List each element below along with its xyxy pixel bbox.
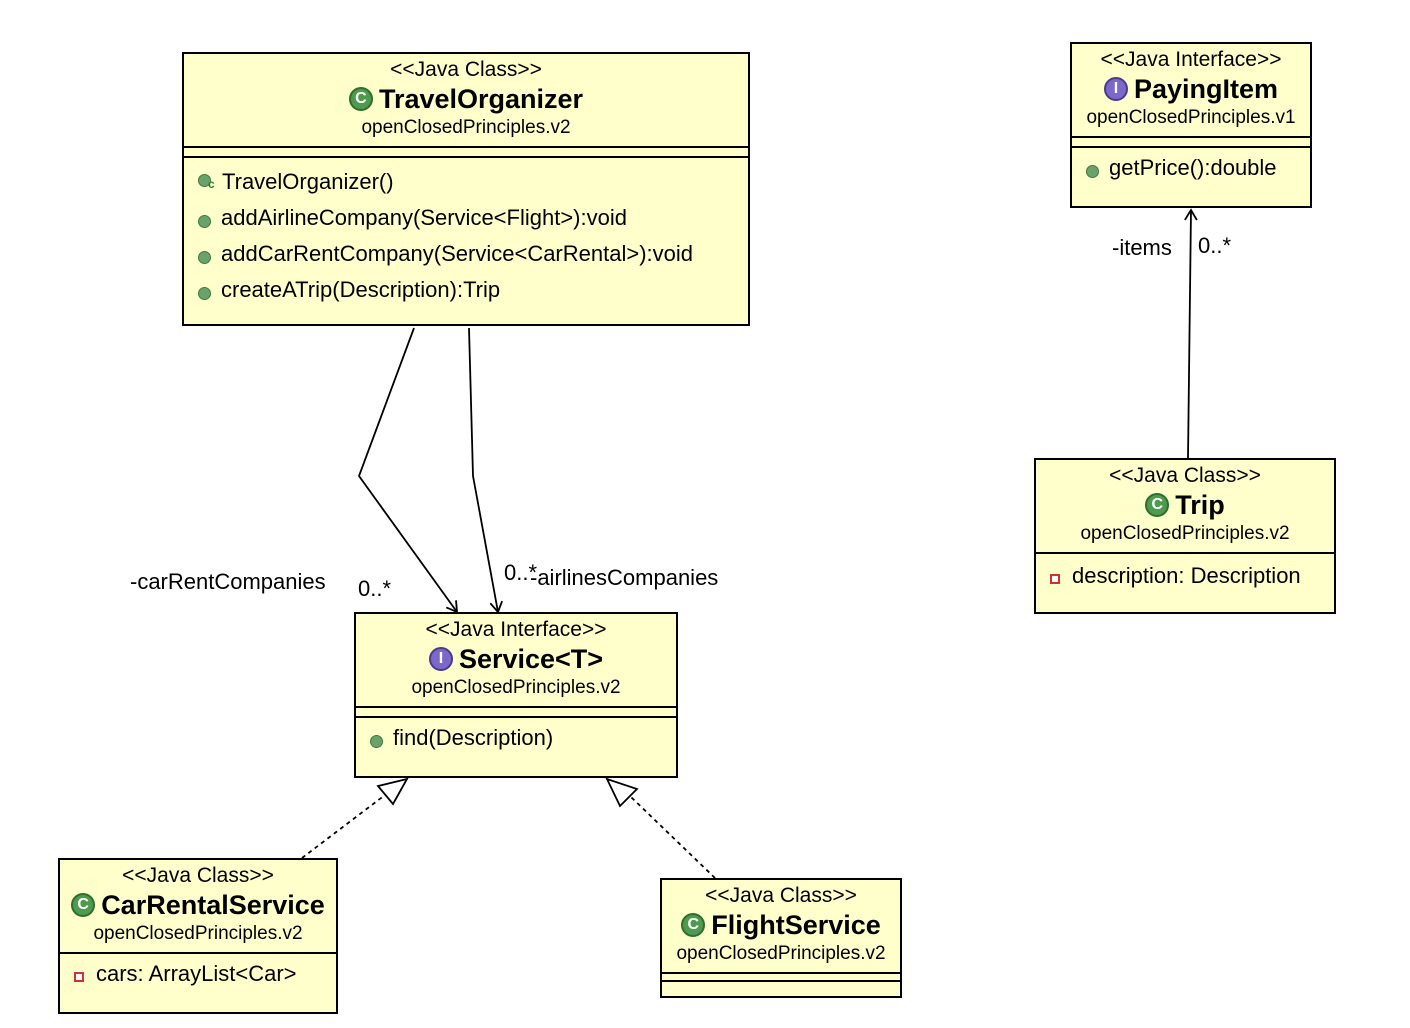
edge-car-rent-companies	[357, 327, 459, 614]
role-label-car-rent-companies: -carRentCompanies	[130, 569, 326, 594]
operations-compartment: getPrice():double	[1072, 146, 1310, 188]
package-label: openClosedPrinciples.v2	[676, 943, 886, 964]
public-method-icon	[198, 250, 211, 264]
attributes-compartment	[1072, 136, 1310, 146]
interface-icon: I	[428, 647, 453, 671]
attributes-compartment	[356, 706, 676, 716]
stereotype-label: <<Java Interface>>	[1100, 48, 1282, 71]
class-box-flight-service[interactable]: <<Java Class>> C FlightService openClose…	[660, 878, 902, 998]
stereotype-label: <<Java Class>>	[390, 58, 542, 81]
interface-name: Service<T>	[458, 644, 604, 674]
operation-row[interactable]: addCarRentCompany(Service<CarRental>):vo…	[198, 236, 748, 272]
interface-name: PayingItem	[1133, 74, 1279, 104]
attributes-compartment: cars: ArrayList<Car>	[60, 952, 336, 994]
class-icon: C	[348, 87, 373, 111]
package-label: openClosedPrinciples.v1	[1086, 107, 1296, 128]
class-icon: C	[71, 893, 96, 917]
edge-items	[1184, 208, 1198, 459]
edge-realization-flight	[630, 796, 716, 879]
operation-row[interactable]: getPrice():double	[1086, 150, 1310, 186]
stereotype-label: <<Java Class>>	[122, 864, 274, 887]
class-title: C TravelOrganizer	[184, 82, 748, 116]
constructor-icon: c	[198, 172, 215, 192]
class-title: C Trip	[1036, 488, 1334, 522]
stereotype-label: <<Java Class>>	[1109, 464, 1261, 487]
interface-box-service[interactable]: <<Java Interface>> I Service<T> openClos…	[354, 612, 678, 778]
stereotype-label: <<Java Interface>>	[425, 618, 607, 641]
private-field-icon	[74, 972, 84, 982]
realization-triangle-car-rental	[376, 777, 409, 806]
operation-row[interactable]: c TravelOrganizer()	[198, 164, 748, 200]
package-label: openClosedPrinciples.v2	[411, 677, 621, 698]
interface-title: I Service<T>	[356, 642, 676, 676]
class-title: C CarRentalService	[60, 888, 336, 922]
package-label: openClosedPrinciples.v2	[93, 923, 303, 944]
interface-box-paying-item[interactable]: <<Java Interface>> I PayingItem openClos…	[1070, 42, 1312, 208]
attributes-compartment	[184, 146, 748, 156]
operation-row[interactable]: find(Description)	[370, 720, 676, 756]
operations-compartment	[662, 980, 900, 982]
package-label: openClosedPrinciples.v2	[361, 117, 571, 138]
role-label-airlines-companies: -airlinesCompanies	[530, 565, 719, 590]
multiplicity-label-airlines-companies: 0..*	[504, 560, 538, 585]
operations-compartment: find(Description)	[356, 716, 676, 758]
interface-icon: I	[1103, 77, 1128, 101]
class-name: CarRentalService	[101, 890, 325, 920]
multiplicity-label-items: 0..*	[1198, 233, 1232, 258]
operation-row[interactable]: createATrip(Description):Trip	[198, 272, 748, 308]
realization-triangle-flight	[605, 777, 639, 808]
private-field-icon	[1050, 574, 1060, 584]
package-label: openClosedPrinciples.v2	[1080, 523, 1290, 544]
stereotype-label: <<Java Class>>	[705, 884, 857, 907]
attributes-compartment	[662, 972, 900, 980]
class-name: Trip	[1175, 490, 1225, 520]
operations-compartment: c TravelOrganizer() addAirlineCompany(Se…	[184, 156, 748, 314]
class-name: FlightService	[711, 910, 881, 940]
class-box-trip[interactable]: <<Java Class>> C Trip openClosedPrincipl…	[1034, 458, 1336, 614]
attribute-row[interactable]: cars: ArrayList<Car>	[74, 956, 336, 992]
multiplicity-label-car-rent-companies: 0..*	[358, 576, 392, 601]
edge-airlines-companies	[468, 327, 503, 614]
interface-title: I PayingItem	[1072, 72, 1310, 106]
public-method-icon	[198, 286, 211, 300]
role-label-items: -items	[1112, 235, 1172, 260]
class-name: TravelOrganizer	[378, 84, 584, 114]
class-box-car-rental-service[interactable]: <<Java Class>> C CarRentalService openCl…	[58, 858, 338, 1014]
class-icon: C	[1145, 493, 1170, 517]
class-box-travel-organizer[interactable]: <<Java Class>> C TravelOrganizer openClo…	[182, 52, 750, 326]
attributes-compartment: description: Description	[1036, 552, 1334, 598]
operation-row[interactable]: addAirlineCompany(Service<Flight>):void	[198, 200, 748, 236]
class-title: C FlightService	[662, 908, 900, 942]
edge-realization-car-rental	[301, 794, 386, 859]
public-method-icon	[370, 734, 383, 748]
public-method-icon	[198, 214, 211, 228]
class-icon: C	[681, 913, 706, 937]
public-method-icon	[1086, 164, 1099, 178]
attribute-row[interactable]: description: Description	[1050, 558, 1334, 594]
